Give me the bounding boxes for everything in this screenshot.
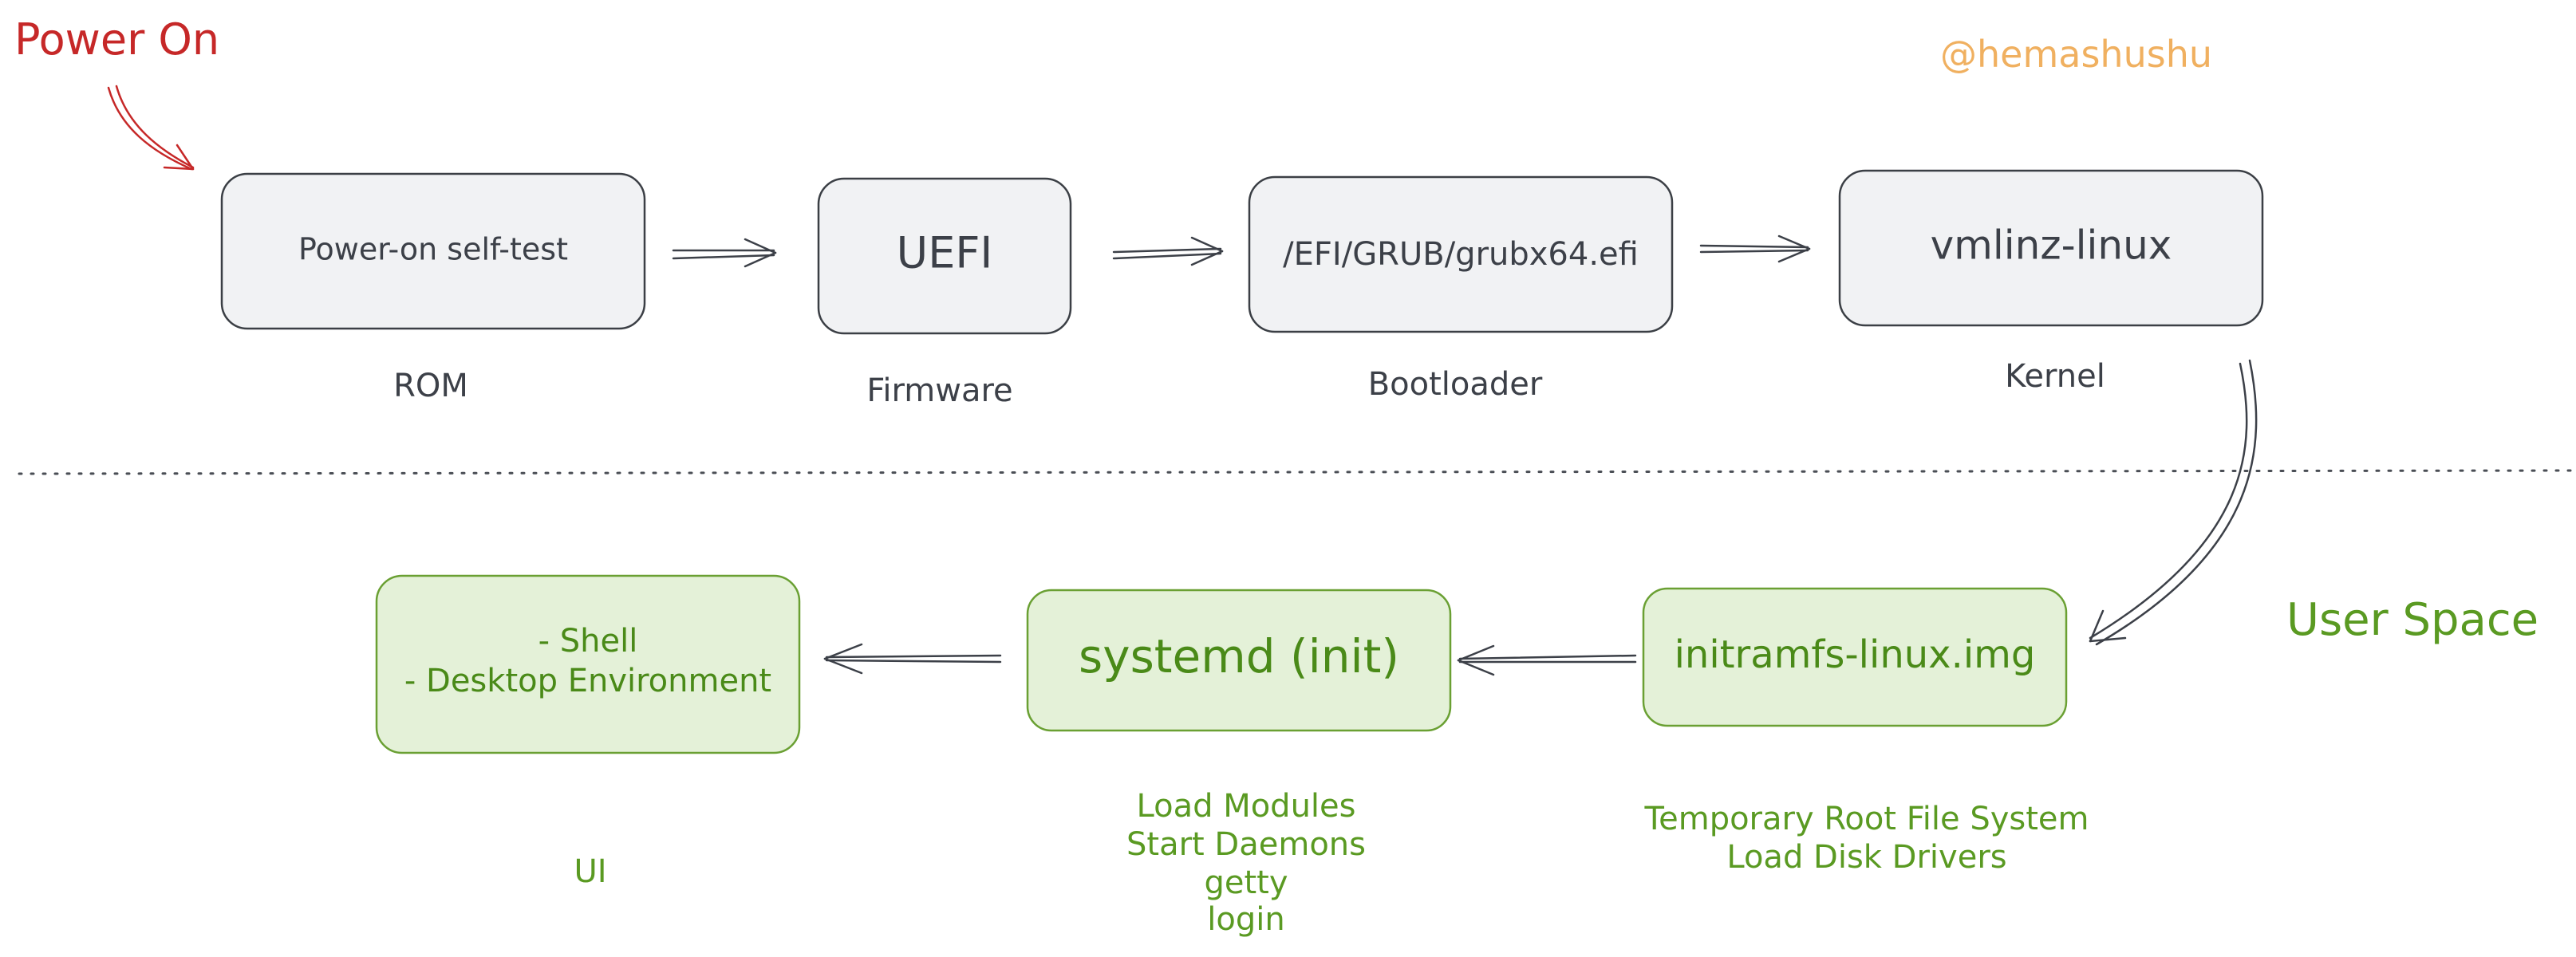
stage-box-post: Power-on self-test bbox=[220, 172, 646, 330]
systemd-caption-line-4: login bbox=[1207, 901, 1284, 938]
stage-box-uefi: UEFI bbox=[817, 177, 1072, 335]
stage-box-initramfs: initramfs-linux.img bbox=[1642, 587, 2068, 727]
ui-caption: UI bbox=[574, 853, 606, 890]
stage-label-uefi: UEFI bbox=[897, 228, 993, 278]
stage-label-systemd: systemd (init) bbox=[1079, 629, 1399, 683]
arrow-bootloader-to-kernel bbox=[1699, 234, 1811, 263]
stage-box-bootloader: /EFI/GRUB/grubx64.efi bbox=[1248, 175, 1674, 333]
initramfs-caption-line-2: Load Disk Drivers bbox=[1726, 839, 2006, 876]
space-divider bbox=[18, 469, 2576, 475]
stage-box-systemd: systemd (init) bbox=[1026, 589, 1452, 732]
user-space-label: User Space bbox=[2286, 594, 2539, 646]
arrow-systemd-to-ui bbox=[823, 643, 1002, 675]
stage-caption-firmware: Firmware bbox=[866, 372, 1012, 409]
stage-caption-rom: ROM bbox=[393, 368, 468, 404]
stage-label-kernel: vmlinz-linux bbox=[1931, 223, 2172, 269]
stage-label-bootloader: /EFI/GRUB/grubx64.efi bbox=[1283, 236, 1639, 273]
arrow-post-to-uefi bbox=[672, 238, 777, 268]
initramfs-caption-line-1: Temporary Root File System bbox=[1643, 801, 2089, 837]
stage-box-ui: - Shell - Desktop Environment bbox=[375, 574, 801, 754]
stage-caption-kernel: Kernel bbox=[2005, 358, 2105, 395]
systemd-caption-line-1: Load Modules bbox=[1137, 788, 1356, 825]
stage-label-initramfs: initramfs-linux.img bbox=[1675, 632, 2036, 677]
author-watermark: @hemashushu bbox=[1940, 33, 2212, 76]
arrow-kernel-to-initramfs bbox=[2089, 359, 2258, 646]
power-on-arrow bbox=[107, 85, 195, 171]
arrow-initramfs-to-systemd bbox=[1457, 644, 1637, 676]
systemd-caption-line-3: getty bbox=[1204, 864, 1288, 901]
systemd-caption-line-2: Start Daemons bbox=[1126, 826, 1366, 863]
power-on-label: Power On bbox=[14, 14, 219, 65]
stage-label-post: Power-on self-test bbox=[298, 232, 568, 267]
ui-box-line-2: - Desktop Environment bbox=[404, 663, 771, 699]
stage-box-kernel: vmlinz-linux bbox=[1838, 169, 2264, 327]
stage-caption-bootloader: Bootloader bbox=[1368, 366, 1543, 403]
ui-box-line-1: - Shell bbox=[538, 623, 638, 660]
arrow-uefi-to-bootloader bbox=[1112, 236, 1224, 266]
